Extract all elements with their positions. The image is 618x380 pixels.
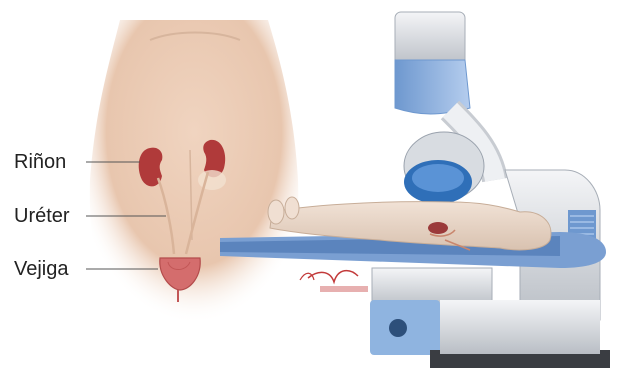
torso-figure: [90, 20, 298, 340]
artist-signature-logo: [300, 271, 368, 292]
kidney-label: Riñon: [14, 152, 66, 172]
ureter-label: Uréter: [14, 206, 70, 226]
bladder-label: Vejiga: [14, 259, 69, 279]
